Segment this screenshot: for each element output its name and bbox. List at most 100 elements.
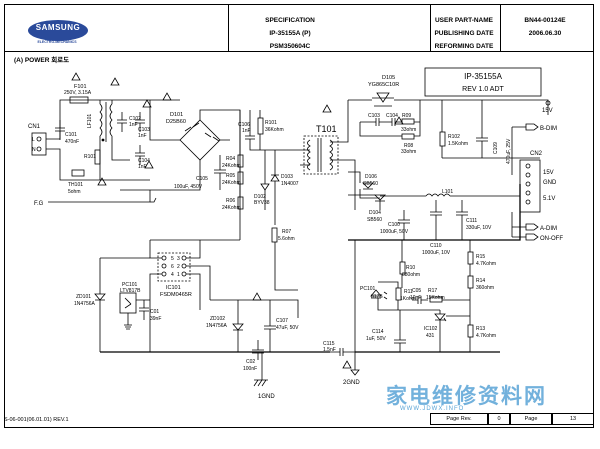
resistor-r101 (94, 149, 101, 165)
ic102-shunt (434, 313, 447, 322)
c01-label: C01 (150, 309, 159, 315)
part-number: BN44-00124E (524, 17, 566, 24)
c115-val: 1.5nF (323, 347, 336, 353)
resistor-r10 (399, 261, 406, 275)
resistor-r17 (429, 296, 443, 303)
model-number: IP-35155A (P) (269, 30, 311, 37)
c100-label: C100 (388, 222, 400, 228)
fg-ground (150, 197, 157, 203)
c106-val: 1nF (242, 128, 251, 134)
c111-val: 330uF, 10V (466, 225, 492, 231)
cap-c110 (430, 200, 442, 240)
c01-val: 39nF (150, 316, 161, 322)
r13-val: 4.7Kohm (476, 333, 496, 339)
c114-val: 1uF, 50V (366, 336, 386, 342)
r04-label: R04 (226, 156, 235, 162)
zener-zd101 (94, 293, 106, 301)
diode-d103 (270, 174, 280, 182)
logo-subtitle: ELECTRO-MECHANICS (37, 40, 77, 44)
header-divider (430, 4, 431, 52)
r15-val: 4.7Kohm (476, 261, 496, 267)
warning-icon (97, 177, 107, 186)
r101b-val: 36Kohm (265, 127, 284, 133)
c104-val: 1nF (138, 164, 147, 170)
c110-label: C110 (430, 243, 442, 249)
c110-val: 1000uF, 10V (422, 250, 451, 256)
r17-label: R17 (428, 288, 437, 294)
watermark-text: 家电维修资料网 (386, 383, 547, 408)
ground-2-icon (350, 369, 360, 376)
d106-label: D106 (365, 174, 377, 180)
b-dim-arrow (525, 123, 539, 131)
wire (46, 99, 180, 140)
ic101-label: IC101 (166, 285, 181, 291)
th101-label: TH101 (68, 182, 83, 188)
bridge-diode (184, 122, 220, 142)
c107-label: C107 (276, 318, 288, 324)
t101-label: T101 (316, 124, 337, 134)
watermark-url: WWW.JDWX.INFO (400, 406, 465, 412)
cn2-connector (519, 159, 541, 213)
warning-icon (144, 160, 154, 169)
c105-label: C105 (196, 176, 208, 182)
c111-label: C111 (466, 218, 477, 224)
diode-d102 (260, 183, 270, 191)
cn2-gnd: GND (543, 180, 557, 186)
ic101-pin (161, 255, 167, 261)
doc-revision: S-06-001(06.01.01) REV.1 (4, 417, 69, 423)
r101-label: R101 (84, 154, 96, 160)
r102-val: 1.5Kohm (448, 141, 468, 147)
wire (149, 239, 240, 310)
page-value: 13 (552, 413, 594, 425)
wire (511, 212, 526, 238)
c101-label: C101 (65, 132, 77, 138)
r06-label: R06 (226, 198, 235, 204)
ic102-val: 431 (426, 333, 435, 339)
cn1-connector (31, 132, 47, 156)
d105-val: YG865C10R (368, 82, 399, 88)
c102-label: C102 (129, 116, 141, 122)
cn1-pin-l: L (32, 137, 35, 143)
gnd1-label: 1GND (258, 394, 275, 400)
pc101-label: PC101 (122, 282, 138, 288)
cap-c103b (370, 118, 386, 126)
ic101-pin1: 1 (177, 272, 180, 278)
resistor-r15 (467, 251, 474, 265)
d102-label: D102 (254, 194, 266, 200)
wire (239, 110, 270, 240)
cap-c05 (412, 296, 428, 304)
inductor-l101 (425, 193, 451, 197)
r15-label: R15 (476, 254, 485, 260)
cap-c02 (252, 340, 264, 360)
wire (274, 242, 298, 291)
c114-label: C114 (372, 329, 384, 335)
ground-bus (348, 184, 521, 241)
cn1-pin (36, 146, 42, 152)
ic101-pin6: 6 (171, 264, 174, 270)
d103-label: D103 (281, 174, 293, 180)
a-dim-arrow (525, 223, 539, 231)
d104-label: D104 (369, 210, 381, 216)
resistor-r07 (271, 227, 278, 243)
header-divider (500, 4, 501, 52)
zd102-val: 1N4756A (206, 323, 228, 329)
thermistor-th101 (71, 169, 85, 177)
page-rev-value: 0 (488, 413, 510, 425)
samsung-logo: SAMSUNG (28, 20, 88, 41)
resistor-r09 (401, 118, 415, 125)
r09-val: 33ohm (401, 127, 416, 133)
resistor-r05 (237, 171, 244, 185)
spec-title: SPECIFICATION (265, 17, 315, 24)
cn1-label: CN1 (28, 124, 41, 130)
header-divider (228, 4, 229, 52)
diode-d105 (372, 92, 394, 107)
fuse-f101 (69, 96, 89, 104)
wire (48, 190, 151, 203)
r07-label: R07 (282, 229, 291, 235)
pc101b-label: PC101 (360, 286, 376, 292)
ic101-pin (161, 271, 167, 277)
wire (210, 299, 299, 352)
cap-c103 (135, 112, 145, 132)
d105-label: D105 (382, 75, 395, 81)
r06-val: 24Kohm (222, 205, 241, 211)
